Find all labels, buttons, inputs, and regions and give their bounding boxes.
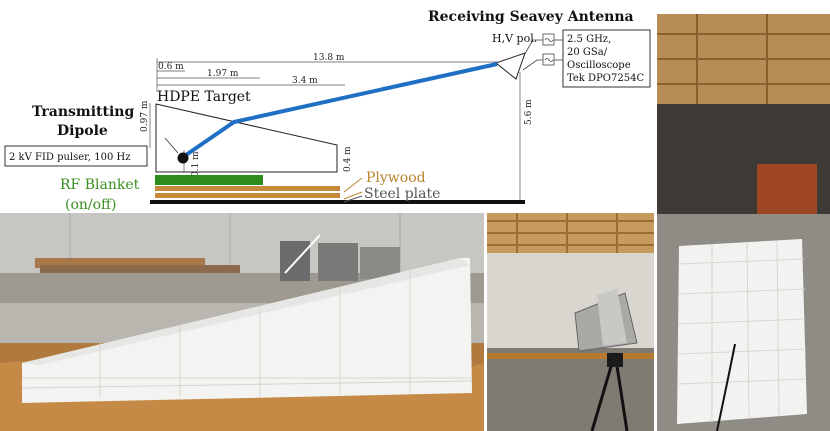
dim-3.4m: 3.4 m (292, 76, 318, 86)
polarization-label: H,V pol. (492, 32, 537, 45)
dim-0.6m: 0.6 m (158, 62, 184, 72)
scope-line-4: Tek DPO7254C (567, 73, 644, 84)
horn-antenna-icon (494, 52, 526, 80)
dim-0.1m: 0.1 m (191, 151, 201, 177)
tx-label-line-2: Dipole (57, 123, 108, 139)
dim-0.4m: 0.4 m (343, 146, 353, 172)
scope-line-1: 2.5 GHz, (567, 34, 611, 45)
filter-icon (542, 53, 555, 66)
dim-5.6m: 5.6 m (524, 99, 534, 125)
steel-plate-label: Steel plate (364, 186, 440, 202)
setup-schematic: Receiving Seavey Antenna 2.5 GHz, 20 GSa… (4, 9, 651, 212)
dim-0.97m: 0.97 m (140, 100, 150, 132)
blanket-label-2: (on/off) (65, 197, 116, 212)
dim-13.8m: 13.8 m (313, 53, 345, 63)
scope-line-3: Oscilloscope (567, 60, 631, 71)
signal-ray-path (181, 62, 498, 159)
plywood-layer (155, 186, 340, 191)
pulser-label: 2 kV FID pulser, 100 Hz (9, 152, 130, 163)
photo-target-side (657, 14, 830, 431)
transmitting-dipole-icon (177, 152, 189, 164)
filter-icon (542, 33, 555, 46)
scope-line-2: 20 GSa/ (567, 47, 608, 58)
dim-1.97m: 1.97 m (207, 69, 239, 79)
pulser-box (4, 145, 148, 167)
steel-plate-layer (150, 200, 525, 204)
plywood-label: Plywood (366, 170, 426, 186)
tx-label-line-1: Transmitting (32, 104, 134, 120)
dimension-lines (149, 58, 521, 200)
photo-target-wedge (0, 213, 484, 431)
oscilloscope-box (562, 29, 651, 88)
photo-receiving-antenna (487, 213, 654, 431)
hdpe-target-outline (155, 103, 338, 173)
blanket-label-1: RF Blanket (60, 177, 140, 193)
receiver-title: Receiving Seavey Antenna (428, 9, 634, 25)
rf-blanket-layer (155, 175, 263, 185)
target-label: HDPE Target (157, 89, 251, 105)
plywood-layer (155, 193, 340, 198)
